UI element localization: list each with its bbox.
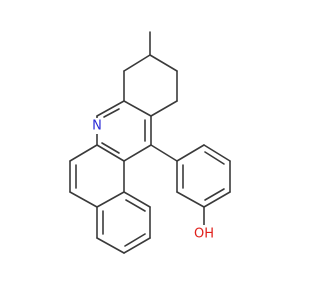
- phenol-bond-5: [176, 191, 205, 208]
- phenol-bond-2: [203, 144, 231, 162]
- hydroxyl-atom-label: OH: [194, 227, 214, 242]
- nitrogen-atom-label: N: [92, 119, 102, 134]
- pyridine-bond-1: [123, 100, 152, 117]
- pyridine-bond-4-double: [101, 142, 120, 154]
- nitrogen-label-background: [89, 118, 105, 134]
- pyridine-bond-4: [96, 144, 125, 162]
- low-ring-bond-2: [96, 237, 125, 254]
- hydroxyl-label-background: [190, 225, 218, 243]
- pyridine-bond-3: [123, 144, 152, 162]
- ring-a-bond-3: [150, 100, 178, 117]
- mid-ring-bond-1: [69, 144, 98, 162]
- low-ring-bond-3-double: [124, 233, 146, 247]
- aryl-link-bond: [150, 144, 178, 162]
- mid-ring-bond-3: [69, 191, 98, 208]
- ring-a-bond-4: [123, 54, 151, 72]
- molecule-structure-diagram: N OH: [69, 31, 231, 254]
- atom-labels: N OH: [89, 118, 218, 243]
- ring-a-bond-1: [149, 54, 178, 72]
- mid-ring-bond-4: [96, 191, 125, 208]
- phenol-bond-4: [203, 191, 231, 208]
- low-ring-bond-5: [123, 191, 151, 208]
- low-ring-bond-5-double: [125, 199, 146, 212]
- phenol-bond-4-double: [204, 188, 225, 201]
- low-ring-bond-3: [123, 237, 151, 254]
- pyridine-bond-6: [96, 100, 125, 117]
- bonds: [69, 31, 231, 254]
- pyridine-bond-6-double: [103, 108, 120, 118]
- phenol-bond-1: [176, 144, 205, 162]
- phenol-bond-2-double: [204, 151, 225, 165]
